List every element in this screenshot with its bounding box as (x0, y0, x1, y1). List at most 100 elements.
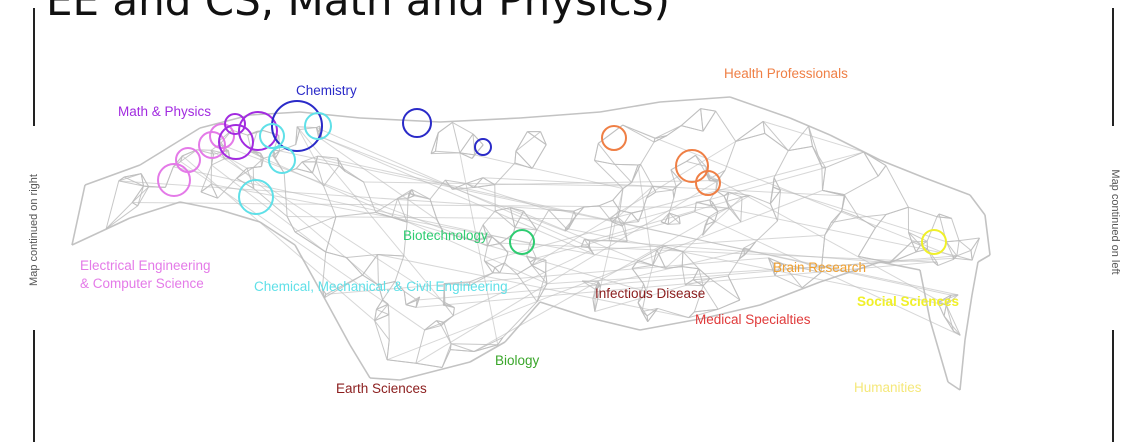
network-edge (877, 165, 887, 177)
network-edge (429, 199, 438, 221)
network-edge (411, 189, 431, 200)
network-edge (623, 222, 628, 242)
network-edge (717, 299, 741, 310)
network-edge (829, 134, 881, 161)
network-edge (261, 158, 264, 167)
network-edge (580, 238, 585, 248)
health-professionals-cluster-circle (695, 170, 721, 196)
network-edge (250, 151, 264, 159)
network-edge (316, 127, 590, 248)
network-edge (394, 281, 405, 292)
network-edge (118, 173, 142, 182)
network-edge (971, 237, 980, 261)
network-edge (781, 263, 803, 289)
network-edge (630, 212, 639, 223)
chemistry-cluster-circle (402, 108, 432, 138)
network-edge (539, 301, 591, 319)
network-edge (640, 164, 654, 187)
network-edge (830, 210, 843, 223)
network-edge (406, 198, 409, 223)
network-edge (514, 227, 537, 231)
biology-label: Biology (495, 353, 540, 368)
network-edge (71, 184, 86, 246)
network-edge (494, 267, 501, 274)
network-edge (500, 242, 934, 263)
network-edge (709, 180, 717, 183)
network-edge (415, 296, 421, 308)
network-edge (472, 133, 484, 146)
network-edge (700, 108, 716, 112)
network-edge (213, 151, 222, 155)
network-edge (440, 325, 452, 345)
network-edge (451, 122, 461, 154)
network-edge (977, 254, 991, 263)
network-edge (681, 266, 686, 285)
network-edge (643, 283, 647, 292)
network-edge (653, 135, 668, 143)
network-edge (286, 216, 296, 233)
network-edge (211, 149, 222, 153)
network-edge (324, 294, 327, 298)
network-edge (143, 185, 149, 188)
network-edge (485, 236, 488, 247)
network-edge (858, 216, 876, 229)
network-edge (319, 289, 351, 346)
network-edge (377, 254, 379, 286)
network-edge (403, 291, 407, 305)
network-edge (773, 186, 947, 243)
network-edge (599, 101, 661, 113)
network-edge (612, 188, 624, 201)
network-edge (296, 168, 313, 174)
network-edge (694, 308, 719, 313)
network-edge (139, 127, 201, 166)
network-edge (863, 151, 879, 177)
network-edge (523, 210, 538, 231)
network-edge (726, 192, 730, 202)
network-edge (668, 223, 681, 225)
network-edge (652, 245, 664, 266)
network-edge (514, 210, 525, 228)
ee-cs-cluster-circle (157, 163, 191, 197)
network-edge (768, 257, 783, 265)
network-edge (131, 186, 150, 203)
network-edge (702, 278, 711, 287)
network-edge (515, 150, 533, 169)
network-edge (656, 249, 666, 269)
network-edge (472, 133, 476, 155)
network-edge (315, 161, 325, 187)
network-edge (821, 166, 823, 191)
network-edge (436, 219, 444, 233)
network-edge (475, 236, 493, 242)
network-edge (386, 359, 416, 364)
network-edge (943, 315, 954, 332)
network-edge (509, 207, 516, 228)
network-edge (667, 216, 680, 225)
network-edge (510, 207, 639, 261)
network-edge (619, 210, 632, 214)
network-edge (680, 108, 701, 127)
network-edge (84, 164, 141, 186)
network-edge (857, 227, 876, 257)
network-edge (105, 205, 139, 230)
network-edge (408, 192, 431, 200)
network-edge (631, 260, 639, 269)
network-edge (594, 278, 711, 313)
network-edge (548, 209, 567, 229)
network-edge (937, 302, 945, 317)
network-edge (369, 377, 401, 381)
network-edge (755, 220, 778, 243)
network-edge (956, 240, 960, 256)
network-edge (712, 202, 719, 212)
network-edge (483, 245, 488, 261)
network-edge (546, 257, 955, 285)
network-edge (459, 152, 473, 159)
network-edge (466, 183, 474, 188)
network-edge (682, 266, 699, 270)
network-edge (450, 343, 475, 352)
network-edge (609, 218, 613, 223)
network-edge (664, 212, 670, 224)
network-edge (727, 258, 740, 277)
right-bottom-divider (1112, 330, 1114, 442)
network-edge (945, 241, 958, 257)
network-edge (491, 236, 500, 245)
